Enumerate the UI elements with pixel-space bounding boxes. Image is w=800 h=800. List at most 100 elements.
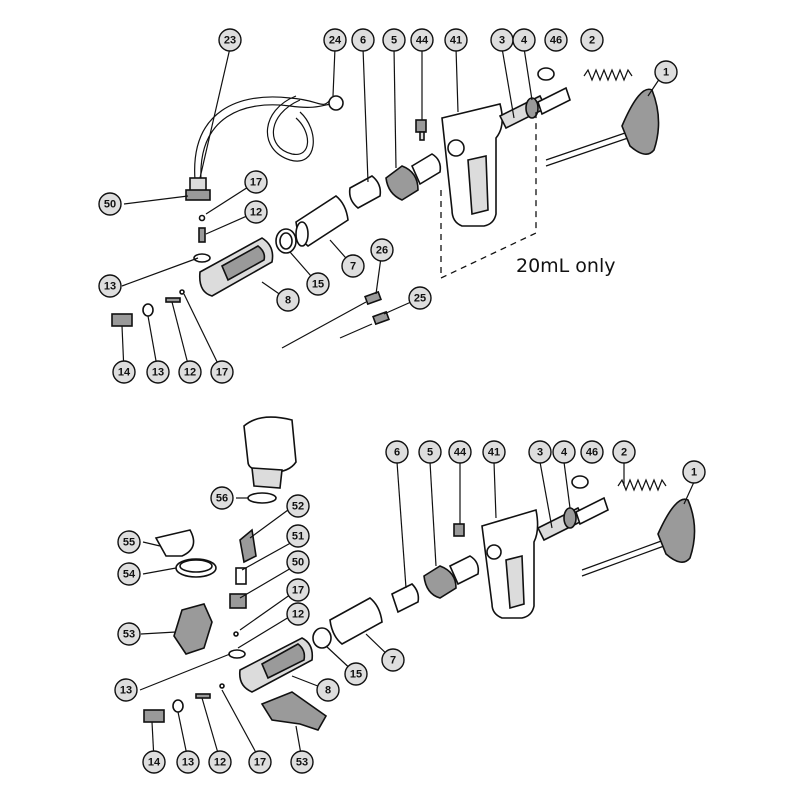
callout-circle [544, 28, 568, 52]
callout-label: 24 [329, 35, 342, 47]
callout-circle [178, 360, 202, 384]
callout-top-41: 41 [444, 28, 468, 52]
callout-circle [286, 524, 310, 548]
callout-label: 12 [250, 207, 262, 219]
callout-top-6: 6 [351, 28, 375, 52]
callout-circle [286, 578, 310, 602]
callout-circle [276, 288, 300, 312]
callout-top-5: 5 [382, 28, 406, 52]
callout-circle [344, 662, 368, 686]
callout-label: 2 [589, 35, 595, 47]
callout-label: 7 [350, 261, 356, 273]
callout-bottom-55: 55 [117, 530, 141, 554]
callout-bottom-53: 53 [117, 622, 141, 646]
callout-circle [580, 28, 604, 52]
callout-top-7: 7 [341, 254, 365, 278]
callout-circle [176, 750, 200, 774]
callout-circle [482, 440, 506, 464]
callout-top-15: 15 [306, 272, 330, 296]
callout-top-46: 46 [544, 28, 568, 52]
callout-bottom-53: 53 [290, 750, 314, 774]
callout-top-44: 44 [410, 28, 434, 52]
callout-circle [244, 170, 268, 194]
callout-circle [381, 648, 405, 672]
callout-label: 23 [224, 35, 236, 47]
callout-bottom-14: 14 [142, 750, 166, 774]
callout-label: 44 [454, 447, 467, 459]
callout-label: 13 [182, 757, 194, 769]
callout-bottom-56: 56 [210, 486, 234, 510]
callout-label: 50 [292, 557, 304, 569]
callout-circle [370, 238, 394, 262]
callout-label: 25 [414, 293, 426, 305]
callout-label: 17 [254, 757, 266, 769]
callout-circle [385, 440, 409, 464]
callout-circle [654, 60, 678, 84]
callout-label: 8 [285, 295, 291, 307]
callout-label: 50 [104, 199, 116, 211]
callout-label: 3 [499, 35, 505, 47]
callout-top-13: 13 [98, 274, 122, 298]
callout-label: 17 [292, 585, 304, 597]
callout-bottom-12: 12 [208, 750, 232, 774]
callout-bottom-6: 6 [385, 440, 409, 464]
callout-label: 41 [488, 447, 500, 459]
callout-circle [512, 28, 536, 52]
callout-circle [444, 28, 468, 52]
callout-label: 17 [216, 367, 228, 379]
callout-label: 55 [123, 537, 135, 549]
callout-circle [341, 254, 365, 278]
callout-circle [290, 750, 314, 774]
callout-circle [528, 440, 552, 464]
callout-top-17: 17 [210, 360, 234, 384]
callout-bottom-17: 17 [248, 750, 272, 774]
callout-label: 12 [292, 609, 304, 621]
callout-circle [210, 360, 234, 384]
callout-label: 1 [663, 67, 669, 79]
callout-circle [410, 28, 434, 52]
callout-label: 5 [391, 35, 397, 47]
callout-bottom-41: 41 [482, 440, 506, 464]
callout-label: 7 [390, 655, 396, 667]
callout-top-2: 2 [580, 28, 604, 52]
note-20ml-only: 20mL only [516, 255, 616, 277]
callout-top-26: 26 [370, 238, 394, 262]
callout-top-12: 12 [244, 200, 268, 224]
callout-label: 53 [296, 757, 308, 769]
callout-top-24: 24 [323, 28, 347, 52]
callout-top-13: 13 [146, 360, 170, 384]
callout-bottom-44: 44 [448, 440, 472, 464]
callout-label: 12 [214, 757, 226, 769]
callout-bottom-51: 51 [286, 524, 310, 548]
callout-circle [418, 440, 442, 464]
callout-label: 46 [550, 35, 562, 47]
callout-label: 51 [292, 531, 304, 543]
callout-label: 14 [118, 367, 131, 379]
callout-bottom-13: 13 [176, 750, 200, 774]
callout-bottom-17: 17 [286, 578, 310, 602]
callout-label: 3 [537, 447, 543, 459]
callout-bottom-52: 52 [286, 494, 310, 518]
callout-circle [323, 28, 347, 52]
callout-bottom-5: 5 [418, 440, 442, 464]
callout-label: 4 [561, 447, 568, 459]
callout-label: 2 [621, 447, 627, 459]
callout-top-12: 12 [178, 360, 202, 384]
callout-circle [286, 494, 310, 518]
callout-top-8: 8 [276, 288, 300, 312]
callout-circle [117, 562, 141, 586]
suction-bulb [328, 95, 344, 111]
top-assembly [111, 47, 661, 373]
callout-circle [98, 192, 122, 216]
callout-label: 8 [325, 685, 331, 697]
callout-label: 44 [416, 35, 429, 47]
callout-label: 13 [120, 685, 132, 697]
callout-circle [612, 440, 636, 464]
callout-label: 13 [104, 281, 116, 293]
callout-top-4: 4 [512, 28, 536, 52]
callout-circle [552, 440, 576, 464]
callout-circle [351, 28, 375, 52]
callout-label: 14 [148, 757, 161, 769]
